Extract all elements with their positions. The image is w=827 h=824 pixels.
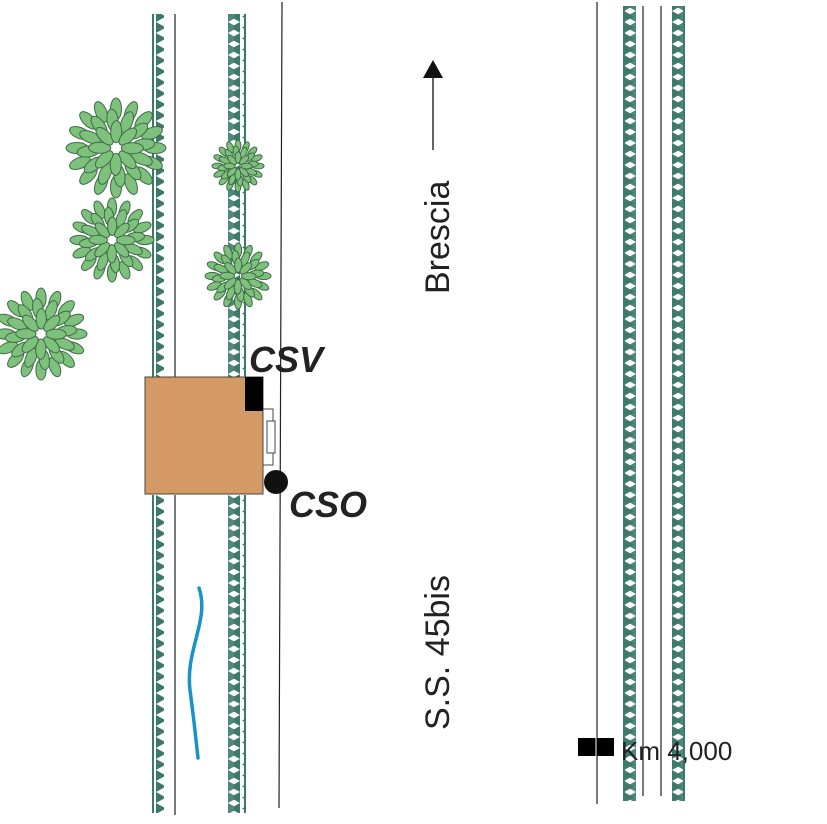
arrow-up-icon [423,60,443,150]
csv-label: CSV [249,339,326,380]
csv-station-icon [245,377,263,411]
cso-station-icon [264,470,288,494]
hedge-left-2 [228,14,246,813]
tree-icon [0,287,88,381]
road-edge-line [278,1,283,809]
road-name-label: S.S. 45bis [419,575,457,730]
tree-icon [204,242,272,310]
hedge-left-1 [152,14,164,813]
hedge-right-2 [670,6,685,801]
tree-icon [65,97,167,199]
trees [0,97,272,381]
left-road-lines [174,1,283,815]
cso-label: CSO [289,484,367,525]
building-annex-inner [266,420,276,454]
direction-label: Brescia [419,181,457,294]
right-road-lines [596,2,662,804]
km-label: Km 4,000 [621,736,732,766]
tree-icon [211,139,265,193]
hedge-right-1 [623,6,638,801]
stream-icon [187,586,204,760]
tree-icon [69,197,155,283]
